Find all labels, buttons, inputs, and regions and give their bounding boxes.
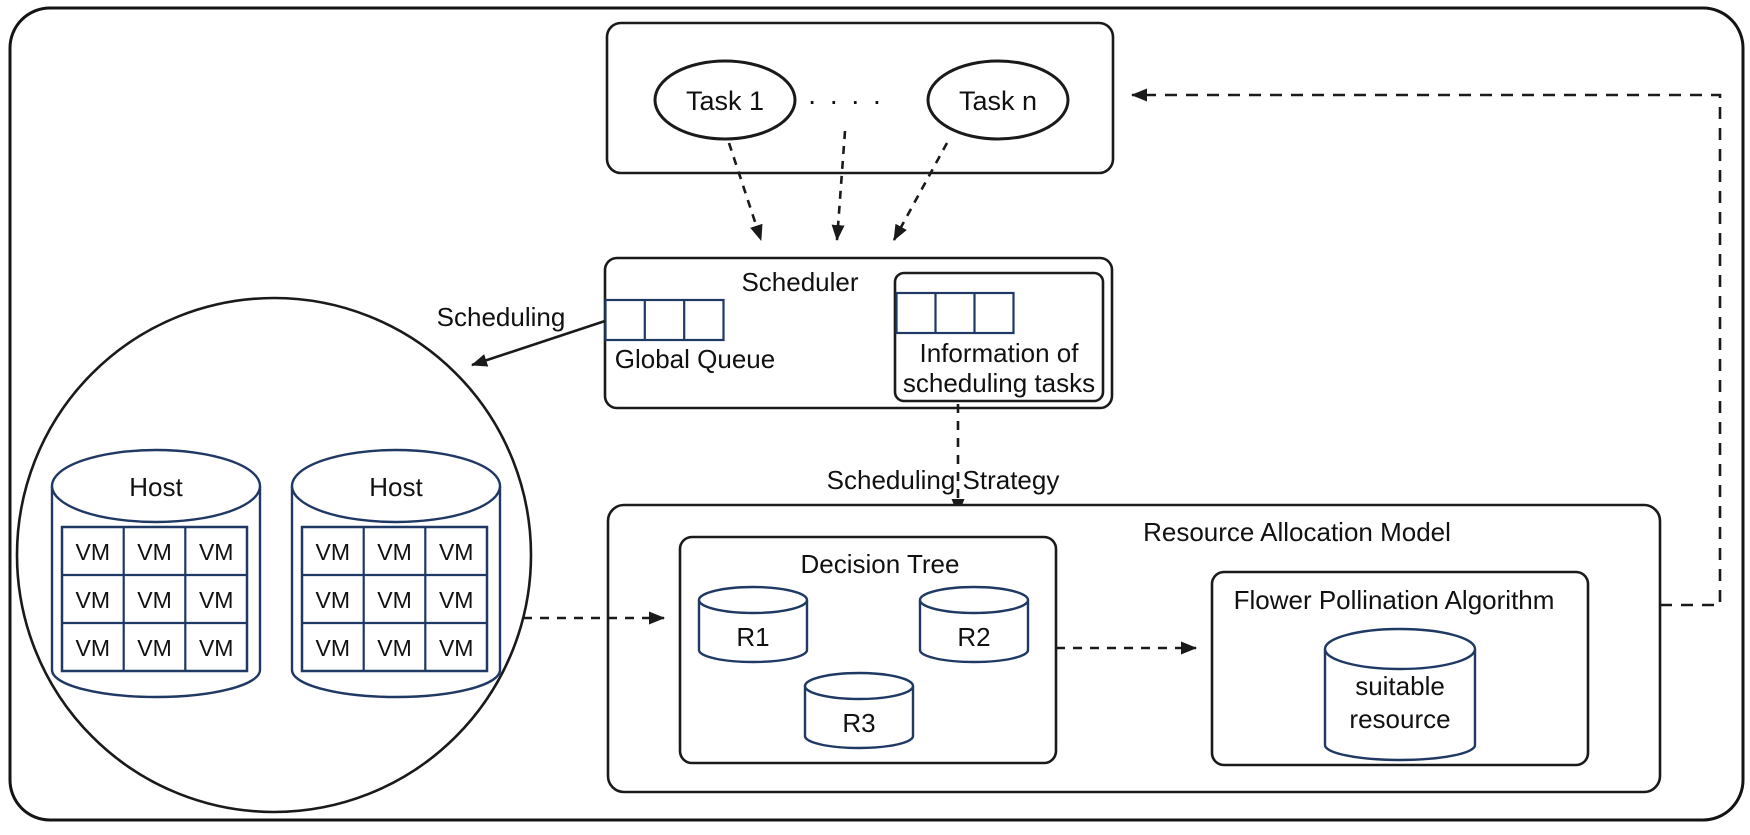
task-n-label: Task n	[959, 86, 1037, 116]
host-2-label: Host	[369, 472, 423, 502]
vm-cell: VM	[439, 587, 474, 613]
info-label-line2: scheduling tasks	[903, 368, 1095, 398]
resource-allocation-title: Resource Allocation Model	[1143, 517, 1451, 547]
suitable-resource-line1: suitable	[1355, 671, 1445, 701]
r1-label: R1	[736, 622, 769, 652]
vm-cell: VM	[439, 635, 474, 661]
task-n-ellipse	[926, 59, 1070, 141]
global-queue-label: Global Queue	[615, 344, 775, 374]
vm-cell: VM	[377, 539, 412, 565]
vm-cell: VM	[137, 539, 172, 565]
arrow-feedback-to-tasks	[1131, 88, 1722, 607]
decision-tree-title: Decision Tree	[801, 549, 960, 579]
vm-cell: VM	[199, 635, 234, 661]
r3-label: R3	[842, 708, 875, 738]
r2-label: R2	[957, 622, 990, 652]
host-2-cylinder-top	[290, 448, 502, 524]
host-2-vm-grid: VM VM VM VM VM VM VM VM VM	[300, 525, 489, 673]
scheduling-strategy-label: Scheduling Strategy	[827, 465, 1060, 495]
vm-cell: VM	[316, 635, 351, 661]
vm-cell: VM	[137, 635, 172, 661]
arrow-scheduling	[471, 319, 606, 367]
resource-cylinder-r2: R2	[918, 585, 1030, 664]
vm-cell: VM	[199, 539, 234, 565]
host-pool-circle	[15, 296, 533, 814]
vm-cell: VM	[316, 539, 351, 565]
flower-pollination-box: Flower Pollination Algorithm suitable re…	[1210, 570, 1590, 767]
arrow-task1-to-scheduler	[727, 142, 763, 241]
resource-allocation-box: Resource Allocation Model Decision Tree …	[606, 503, 1662, 794]
arrow-tasks-to-scheduler	[831, 130, 847, 241]
scheduler-box: Scheduler Global Queue Information of sc…	[603, 256, 1114, 410]
decision-tree-box: Decision Tree R1 R2 R3	[678, 535, 1058, 765]
scheduling-info-box: Information of scheduling tasks	[893, 271, 1105, 403]
scheduler-title: Scheduler	[741, 267, 858, 297]
host-2: Host VM VM VM VM VM VM VM VM VM	[290, 448, 502, 699]
task-ellipsis: . . . .	[808, 79, 883, 110]
vm-cell: VM	[439, 539, 474, 565]
host-1-label: Host	[129, 472, 183, 502]
info-queue-cells	[895, 291, 1015, 335]
global-queue-cells	[604, 298, 725, 342]
host-1-cylinder-top	[50, 448, 262, 524]
arrow-taskn-to-scheduler	[892, 142, 949, 241]
vm-cell: VM	[76, 587, 111, 613]
vm-cell: VM	[76, 539, 111, 565]
resource-cylinder-r3: R3	[803, 671, 915, 750]
vm-cell: VM	[377, 587, 412, 613]
vm-cell: VM	[316, 587, 351, 613]
suitable-resource-line2: resource	[1349, 704, 1450, 734]
scheduling-label: Scheduling	[437, 302, 566, 332]
task-pool-box: Task 1 . . . . Task n	[605, 21, 1115, 175]
vm-cell: VM	[76, 635, 111, 661]
host-1: Host VM VM VM VM VM VM VM VM VM	[50, 448, 262, 699]
task-1-ellipse	[653, 59, 797, 141]
suitable-resource-cylinder: suitable resource	[1323, 627, 1477, 762]
vm-cell: VM	[137, 587, 172, 613]
task-1-label: Task 1	[686, 86, 764, 116]
flower-pollination-title: Flower Pollination Algorithm	[1234, 585, 1555, 615]
host-1-vm-grid: VM VM VM VM VM VM VM VM VM	[60, 525, 249, 673]
resource-cylinder-r1: R1	[697, 585, 809, 664]
info-label-line1: Information of	[920, 338, 1080, 368]
vm-cell: VM	[199, 587, 234, 613]
vm-cell: VM	[377, 635, 412, 661]
